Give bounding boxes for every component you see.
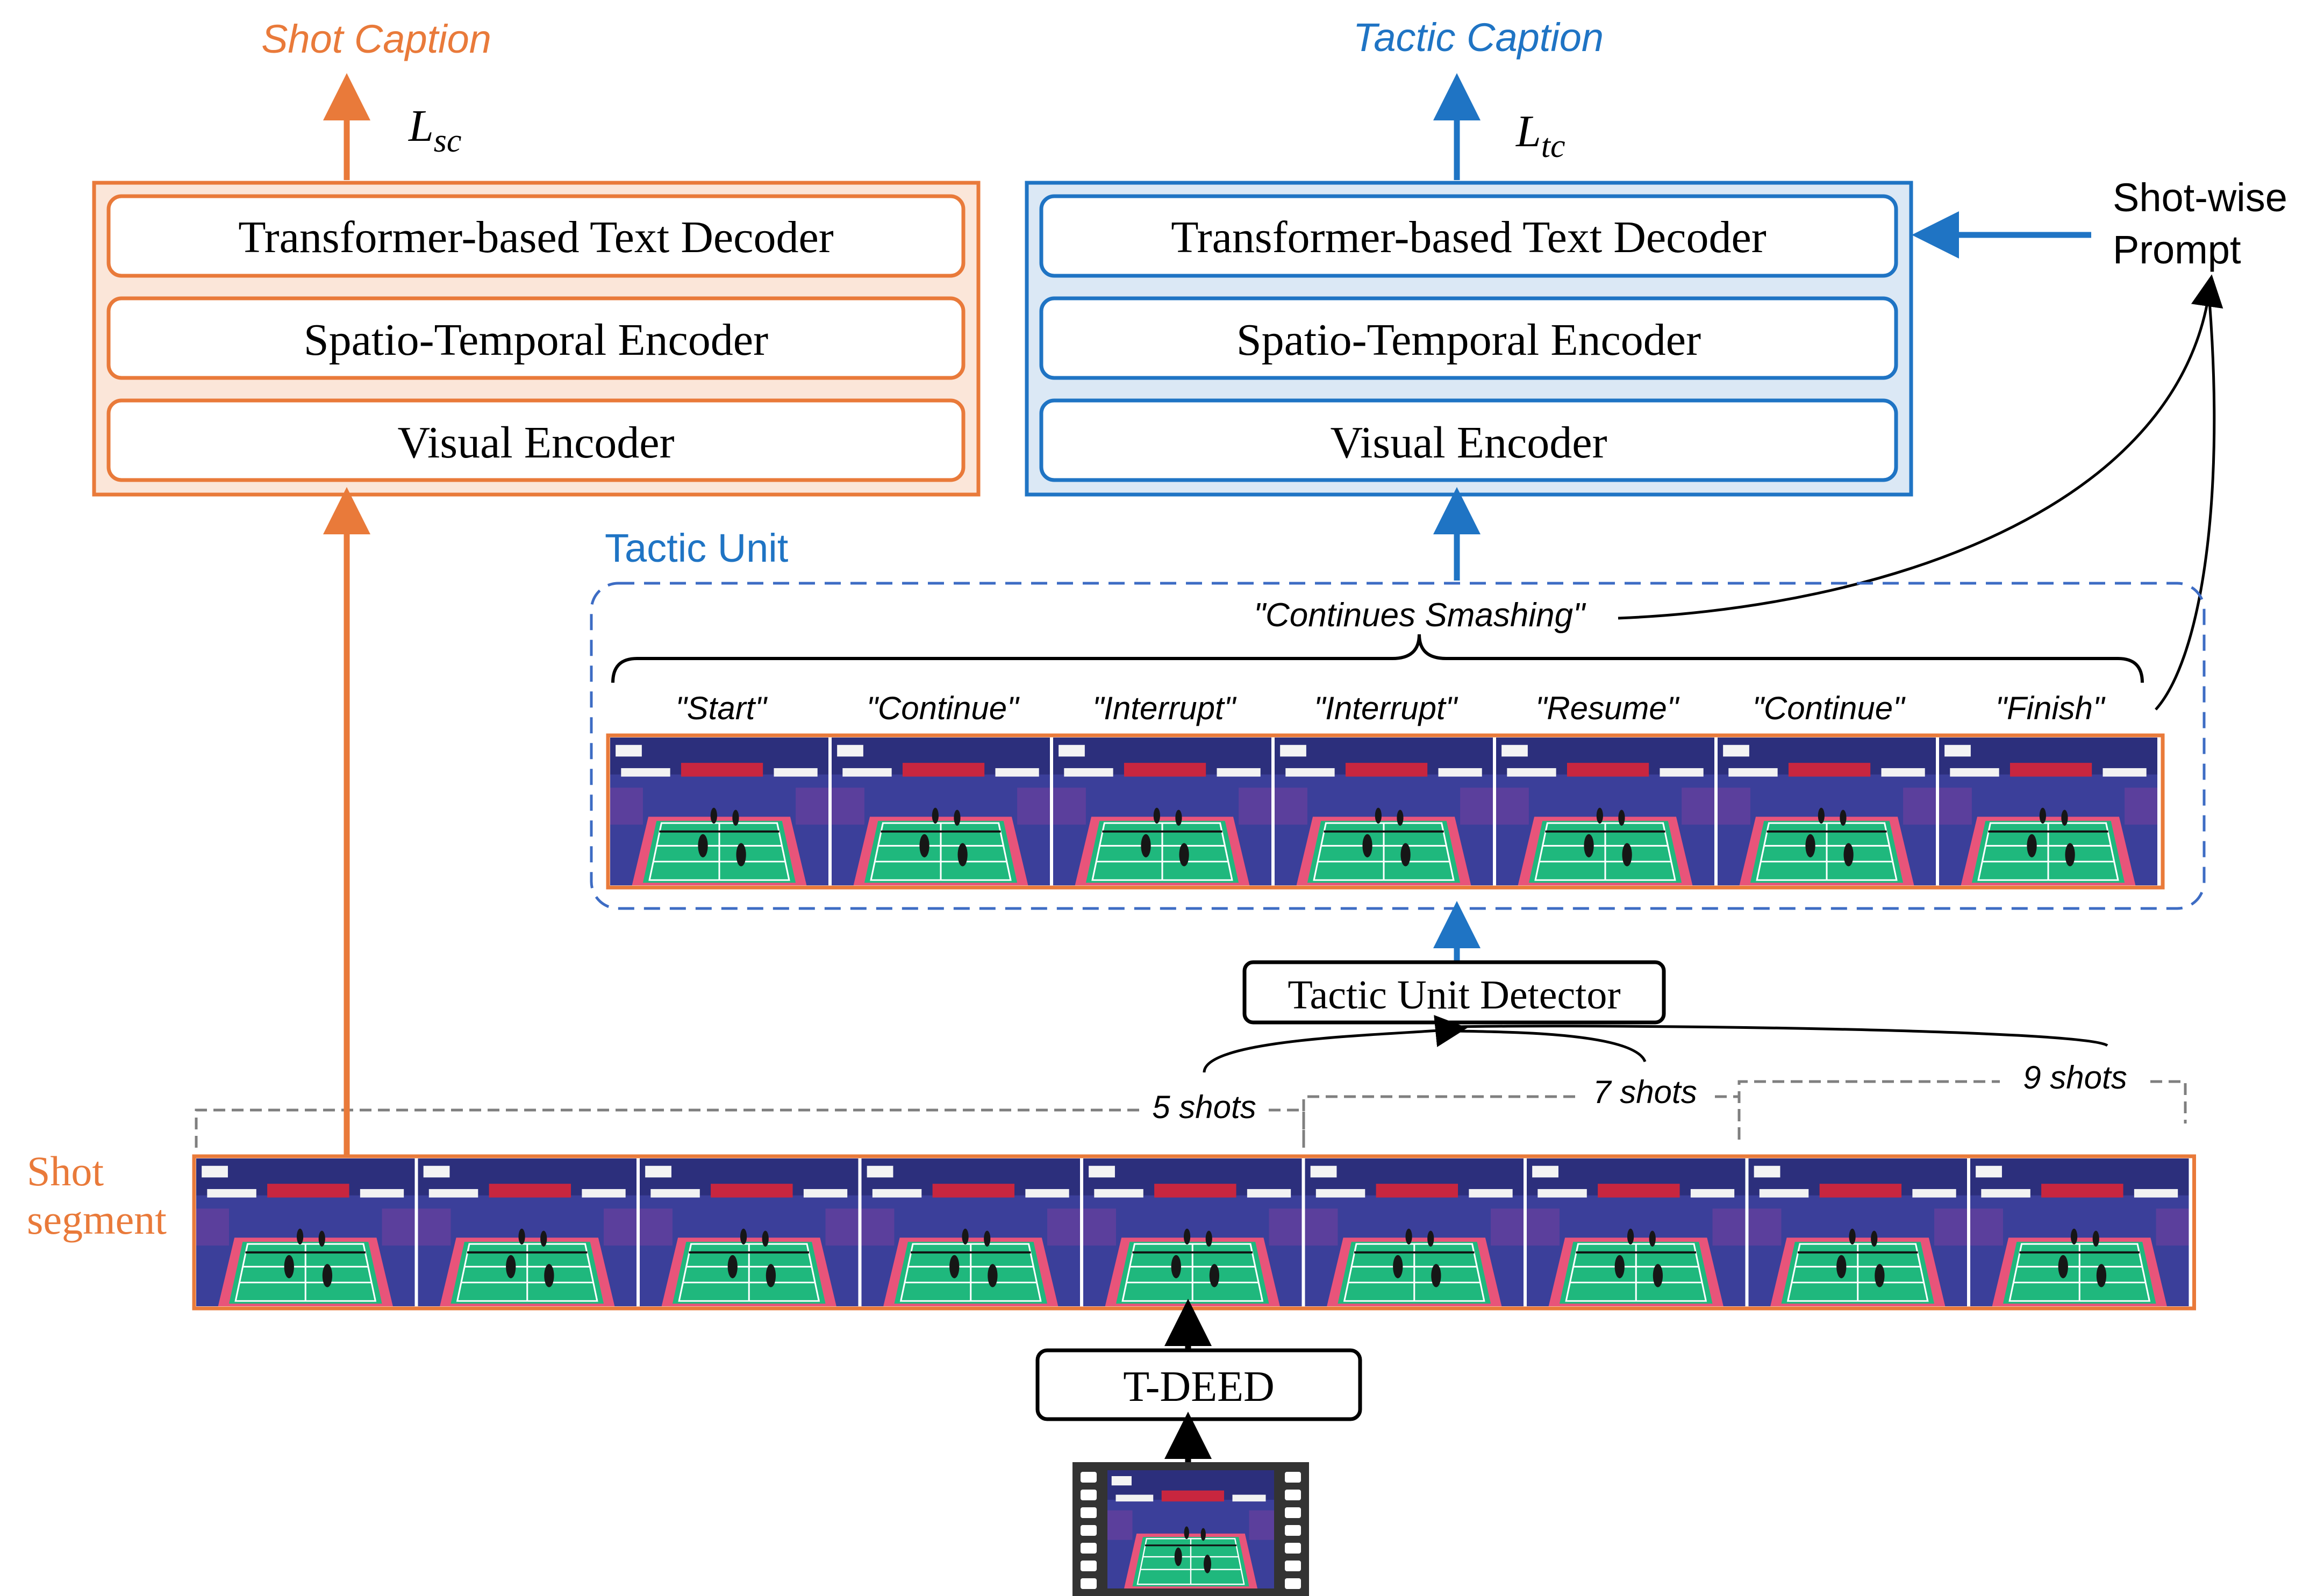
- prompt-curve-from-finish: [2155, 300, 2216, 711]
- tactic-frame-label: "Continue": [1753, 690, 1906, 726]
- shot-frame-thumbnail: [1305, 1158, 1524, 1306]
- shot-caption-module: Transformer-based Text Decoder Spatio-Te…: [92, 181, 981, 497]
- shot-frame-thumbnail: [418, 1158, 637, 1306]
- tactic-text-decoder-block: [1039, 194, 1898, 278]
- window9-curve: [1459, 1025, 2108, 1047]
- shot-visual-encoder-block: [106, 398, 966, 482]
- tactic-frame-label: "Start": [675, 690, 768, 726]
- tactic-caption-title: Tactic Caption: [1353, 15, 1604, 60]
- tactic-brace: [611, 634, 2144, 683]
- tactic-frame-label: "Continue": [867, 690, 1020, 726]
- tactic-frame-thumbnail: [610, 738, 828, 885]
- tactic-visual-encoder-block: [1039, 398, 1898, 482]
- shot-st-encoder-label: Spatio-Temporal Encoder: [304, 315, 768, 365]
- shot-text-decoder-block: [106, 194, 966, 278]
- tactic-unit-title: Tactic Unit: [605, 526, 789, 570]
- tactic-frame-thumbnail: [1496, 738, 1714, 885]
- shot-st-encoder-block: [106, 296, 966, 380]
- shot-wise-prompt-label: Shot-wise: [2113, 175, 2287, 220]
- tactic-summary-label: "Continues Smashing": [1254, 597, 1586, 634]
- shot-loss-label: Lsc: [408, 101, 461, 159]
- window-5-bracket: [195, 1108, 1305, 1148]
- tactic-frame-thumbnail: [1275, 738, 1493, 885]
- shot-frame-thumbnail: [1749, 1158, 1968, 1306]
- shot-frame-thumbnail: [196, 1158, 415, 1306]
- tactic-frame-label: "Interrupt": [1314, 690, 1458, 726]
- shot-text-decoder-label: Transformer-based Text Decoder: [238, 212, 833, 262]
- tdeed-label: T-DEED: [1123, 1363, 1274, 1411]
- shot-wise-prompt-label-2: Prompt: [2113, 227, 2241, 272]
- shot-frame-thumbnail: [1527, 1158, 1746, 1306]
- tactic-frame-thumbnail: [1718, 738, 1936, 885]
- shot-segment-label-2: segment: [27, 1196, 167, 1243]
- tactic-unit-detector-label: Tactic Unit Detector: [1288, 972, 1620, 1018]
- shot-caption-title: Shot Caption: [261, 17, 491, 61]
- prompt-curve-from-summary: [1618, 274, 2223, 620]
- shot-frame-thumbnail: [1970, 1158, 2189, 1306]
- window-9-label: 9 shots: [2023, 1060, 2127, 1096]
- tactic-loss-label: Ltc: [1515, 106, 1565, 164]
- tactic-text-decoder-label: Transformer-based Text Decoder: [1171, 212, 1766, 262]
- shot-frame-thumbnail: [640, 1158, 859, 1306]
- tactic-frame-strip: [606, 733, 2165, 890]
- tactic-frame-label: "Resume": [1535, 690, 1680, 726]
- shot-frame-thumbnail: [1083, 1158, 1302, 1306]
- tactic-caption-module: Transformer-based Text Decoder Spatio-Te…: [1025, 181, 1913, 497]
- tactic-frame-label: "Finish": [1996, 690, 2106, 726]
- tactic-unit-box: [590, 582, 2206, 910]
- tactic-frame-thumbnail: [1939, 738, 2157, 885]
- window5-curve: [1203, 1015, 1468, 1073]
- tactic-frame-thumbnail: [832, 738, 1050, 885]
- window-9-bracket: [1737, 1080, 2187, 1140]
- shot-segment-strip: [192, 1154, 2196, 1311]
- window-5-label: 5 shots: [1152, 1089, 1256, 1125]
- tactic-frame-label: "Interrupt": [1092, 690, 1237, 726]
- tactic-frame-thumbnail: [1053, 738, 1271, 885]
- window7-curve: [1456, 1029, 1647, 1063]
- shot-segment-label: Shot: [27, 1148, 104, 1194]
- tactic-st-encoder-block: [1039, 296, 1898, 380]
- window-7-label: 7 shots: [1593, 1074, 1697, 1110]
- shot-visual-encoder-label: Visual Encoder: [397, 418, 674, 468]
- shot-frame-thumbnail: [862, 1158, 1081, 1306]
- film-strip-icon: [1072, 1462, 1309, 1596]
- tactic-st-encoder-label: Spatio-Temporal Encoder: [1236, 315, 1701, 365]
- tactic-visual-encoder-label: Visual Encoder: [1330, 418, 1607, 468]
- tactic-frame-labels: "Start" "Continue" "Interrupt" "Interrupt" "…: [675, 690, 2106, 726]
